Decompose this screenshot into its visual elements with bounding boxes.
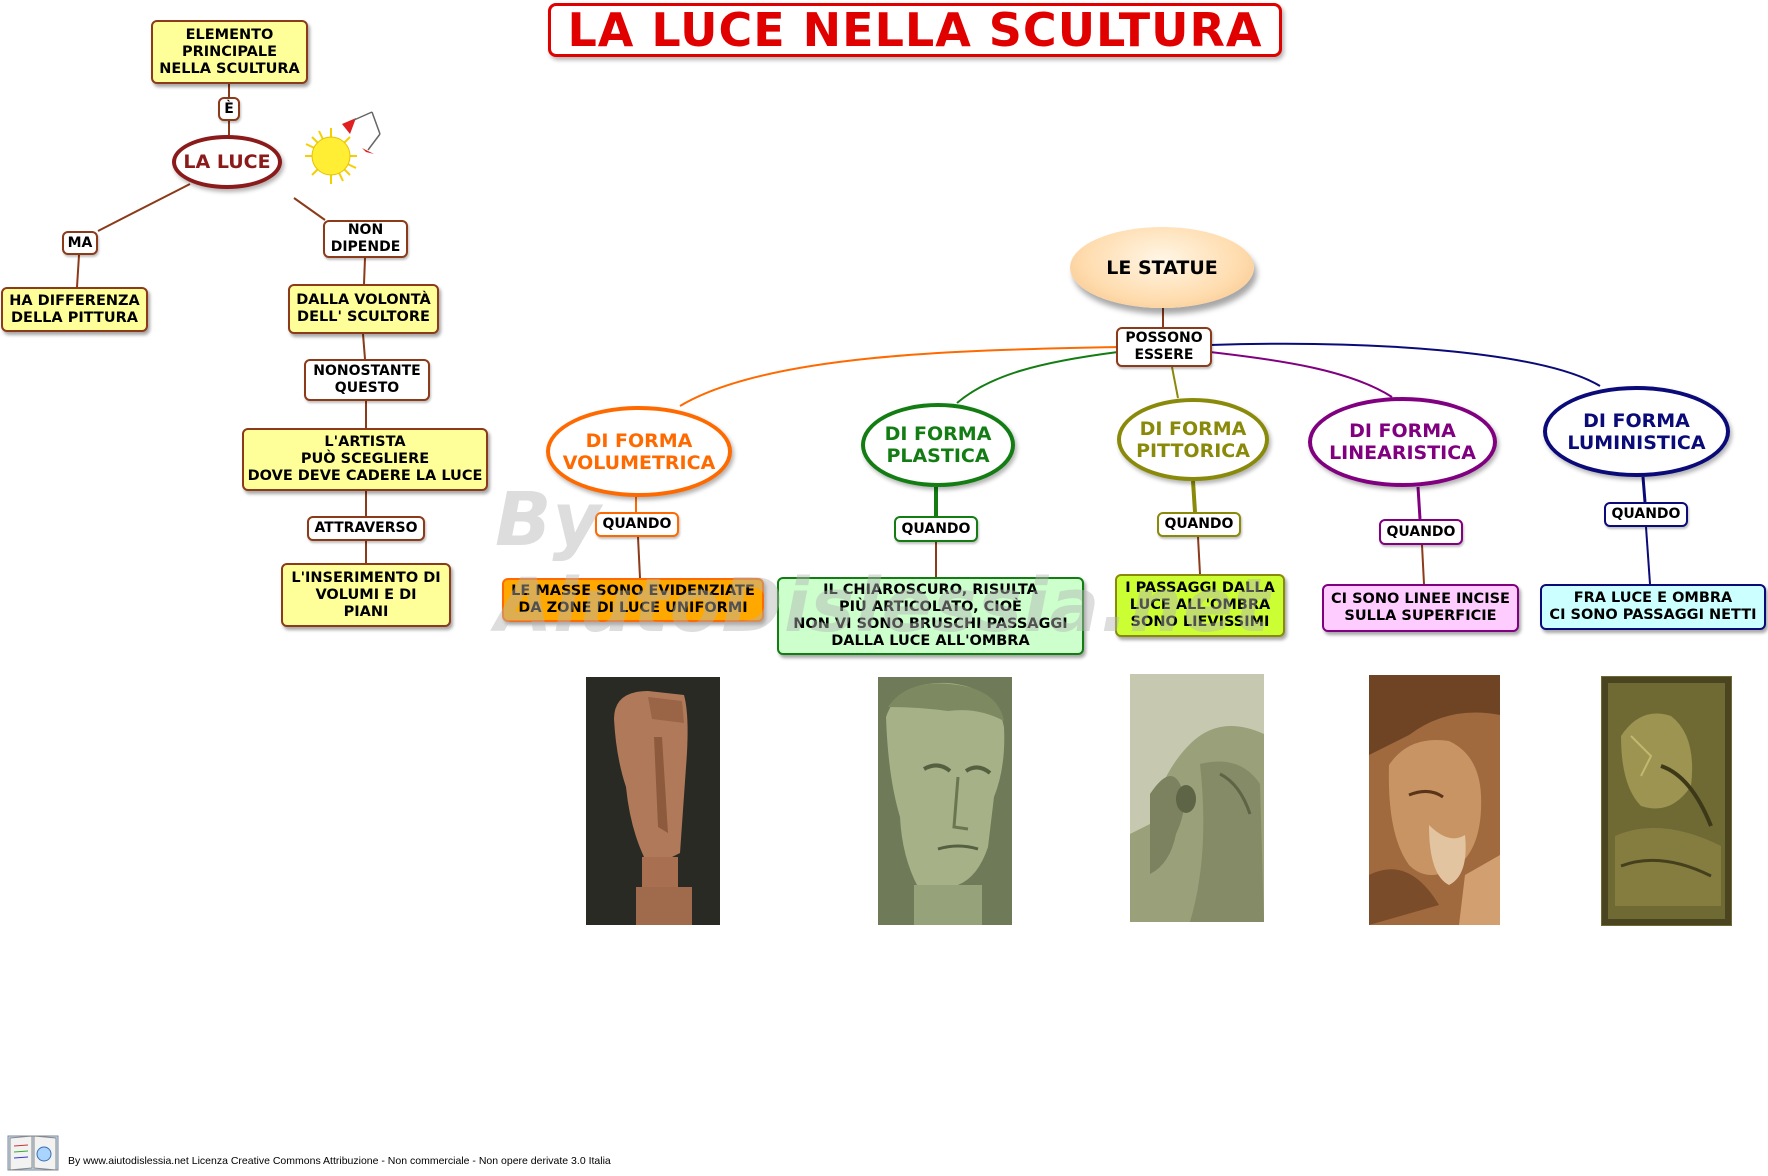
link-ma: MA (62, 231, 98, 255)
node-forma-pittorica: DI FORMA PITTORICA (1117, 398, 1269, 481)
david-head-image (878, 677, 1012, 925)
footer-license: By www.aiutodislessia.net Licenza Creati… (68, 1155, 611, 1167)
relief-old-man-image (1369, 675, 1500, 925)
desc-luministica: FRA LUCE E OMBRA CI SONO PASSAGGI NETTI (1540, 584, 1766, 630)
aiutodislessia-logo (7, 1135, 59, 1171)
node-forma-linearistica: DI FORMA LINEARISTICA (1308, 397, 1497, 487)
link-quando-luministica: QUANDO (1604, 502, 1688, 527)
link-non-dipende: NON DIPENDE (323, 220, 408, 258)
link-quando-plastica: QUANDO (894, 516, 978, 542)
link-possono-essere: POSSONO ESSERE (1116, 327, 1212, 367)
node-elemento-principale: ELEMENTO PRINCIPALE NELLA SCULTURA (151, 20, 308, 84)
node-forma-luministica: DI FORMA LUMINISTICA (1543, 386, 1730, 477)
desc-volumetrica: LE MASSE SONO EVIDENZIATE DA ZONE DI LUC… (502, 578, 764, 622)
desc-plastica: IL CHIAROSCURO, RISULTA PIÙ ARTICOLATO, … (777, 577, 1084, 655)
node-inserimento-volumi: L'INSERIMENTO DI VOLUMI E DI PIANI (281, 563, 451, 627)
node-forma-volumetrica: DI FORMA VOLUMETRICA (546, 406, 732, 497)
link-quando-volumetrica: QUANDO (595, 512, 679, 537)
link-quando-linearistica: QUANDO (1379, 519, 1463, 545)
page-title: LA LUCE NELLA SCULTURA (548, 3, 1282, 57)
bronze-relief-image (1601, 676, 1732, 926)
node-differenza-pittura: HA DIFFERENZA DELLA PITTURA (1, 287, 148, 332)
modigliani-head-image (586, 677, 720, 925)
desc-pittorica: I PASSAGGI DALLA LUCE ALL'OMBRA SONO LIE… (1115, 574, 1285, 637)
node-la-luce: LA LUCE (172, 135, 282, 189)
link-nonostante-questo: NONOSTANTE QUESTO (304, 359, 430, 401)
soft-marble-face-image (1130, 674, 1264, 922)
link-e: È (218, 97, 240, 121)
node-volonta-scultore: DALLA VOLONTÀ DELL' SCULTORE (288, 284, 439, 334)
node-forma-plastica: DI FORMA PLASTICA (861, 403, 1015, 487)
link-quando-pittorica: QUANDO (1157, 512, 1241, 537)
link-attraverso: ATTRAVERSO (307, 516, 425, 541)
node-le-statue: LE STATUE (1070, 227, 1254, 308)
node-artista-sceglie: L'ARTISTA PUÒ SCEGLIERE DOVE DEVE CADERE… (242, 428, 488, 491)
sun-lamp-icon (305, 111, 381, 184)
desc-linearistica: CI SONO LINEE INCISE SULLA SUPERFICIE (1322, 584, 1519, 632)
